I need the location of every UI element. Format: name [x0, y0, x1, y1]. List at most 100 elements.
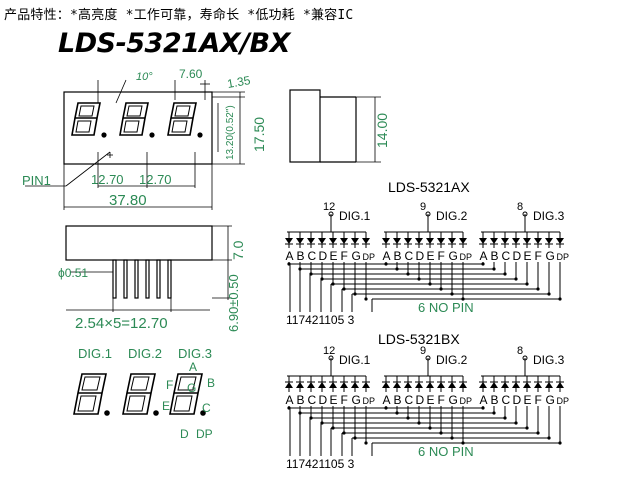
segment-letter: B [491, 249, 499, 263]
common-pin-number: 8 [517, 345, 523, 357]
segment-letter: DP [460, 252, 473, 262]
junction [364, 441, 368, 445]
diode [329, 238, 337, 244]
diode [490, 382, 498, 388]
digit-height-label: 13.20(0.52") [225, 105, 236, 160]
segment-letter: A [286, 393, 294, 407]
side-view [289, 89, 381, 163]
height-label: 17.50 [251, 117, 267, 152]
seg-label-b: B [207, 376, 215, 390]
diode [404, 382, 412, 388]
front-digit-1 [71, 102, 107, 138]
features-line: 产品特性：*高亮度 *工作可靠，寿命长 *低功耗 *兼容IC [4, 8, 354, 23]
segment-letter: A [480, 249, 488, 263]
diode [437, 238, 445, 244]
common-pin-number: 8 [517, 201, 523, 213]
diode [556, 382, 564, 388]
diode [534, 238, 542, 244]
common-pin-number: 12 [323, 345, 335, 357]
diode [545, 382, 553, 388]
diode [393, 382, 401, 388]
diode [307, 238, 315, 244]
diode [340, 382, 348, 388]
pin-dia-label: ϕ0.51 [58, 266, 88, 280]
digit-label: DIG.3 [533, 353, 565, 367]
segment-letter: G [449, 249, 458, 263]
segment-letter: B [297, 249, 305, 263]
diode [351, 382, 359, 388]
segment-letter: F [535, 249, 542, 263]
segment-letter: E [427, 393, 435, 407]
diode [437, 382, 445, 388]
diode [479, 238, 487, 244]
diode [501, 238, 509, 244]
diode [404, 238, 412, 244]
seg-label-a: A [189, 360, 197, 374]
digit-label: DIG.3 [533, 209, 565, 223]
diode [479, 382, 487, 388]
segment-letter: G [449, 393, 458, 407]
pins [112, 259, 172, 299]
diode [523, 238, 531, 244]
model-title: LDS-5321AX/BX [58, 28, 290, 59]
margin-top-label: 1.35 [226, 73, 252, 91]
diode [329, 382, 337, 388]
seg-label-e: E [162, 399, 170, 413]
segment-letter: F [438, 393, 445, 407]
segment-letter: D [416, 249, 425, 263]
segment-letter: F [341, 249, 348, 263]
segment-letter: F [535, 393, 542, 407]
circuit-ax-no-pin: 6 NO PIN [418, 300, 474, 315]
digit-label: DIG.2 [436, 209, 468, 223]
diode [459, 382, 467, 388]
body-h-label: 7.0 [230, 240, 246, 260]
circuit-ax-title: LDS-5321AX [388, 179, 470, 195]
side-body [289, 89, 321, 163]
diode [296, 382, 304, 388]
diode [523, 382, 531, 388]
bottom-body [65, 225, 213, 261]
diode [285, 382, 293, 388]
diode [362, 238, 370, 244]
bottom-view [65, 225, 232, 312]
segment-letter: E [330, 393, 338, 407]
segment-letter: F [438, 249, 445, 263]
pitch1-label: 12.70 [91, 172, 124, 187]
segment-letter: A [383, 393, 391, 407]
legend-dig1: DIG.1 [78, 346, 112, 361]
segment-letter: B [394, 249, 402, 263]
common-pin-terminal [425, 355, 431, 361]
segment-letter: G [546, 393, 555, 407]
segment-letter: A [383, 249, 391, 263]
pin1-label: PIN1 [22, 173, 51, 188]
seg-label-f: F [166, 378, 173, 392]
legend-dig2: DIG.2 [128, 346, 162, 361]
segment-letter: D [319, 249, 328, 263]
front-digit-3 [167, 102, 203, 138]
common-pin-terminal [425, 211, 431, 217]
diode [448, 382, 456, 388]
front-view [25, 79, 245, 210]
common-pin-number: 9 [420, 201, 426, 213]
segment-letter: F [341, 393, 348, 407]
segment-letter: C [405, 393, 414, 407]
junction [364, 297, 368, 301]
front-digit-2 [119, 102, 155, 138]
digit-label: DIG.2 [436, 353, 468, 367]
diode [426, 382, 434, 388]
diode [318, 238, 326, 244]
segment-letter: A [286, 249, 294, 263]
common-pin-number: 12 [323, 201, 335, 213]
diode [362, 382, 370, 388]
legend-dig3: DIG.3 [178, 346, 212, 361]
diode [285, 238, 293, 244]
segment-letter: D [416, 393, 425, 407]
pin-len-label: 6.90±0.50 [226, 274, 241, 332]
segment-letter: E [524, 249, 532, 263]
diode [512, 238, 520, 244]
diode [426, 238, 434, 244]
segment-letter: C [308, 249, 317, 263]
seg-label-d: D [180, 427, 189, 441]
